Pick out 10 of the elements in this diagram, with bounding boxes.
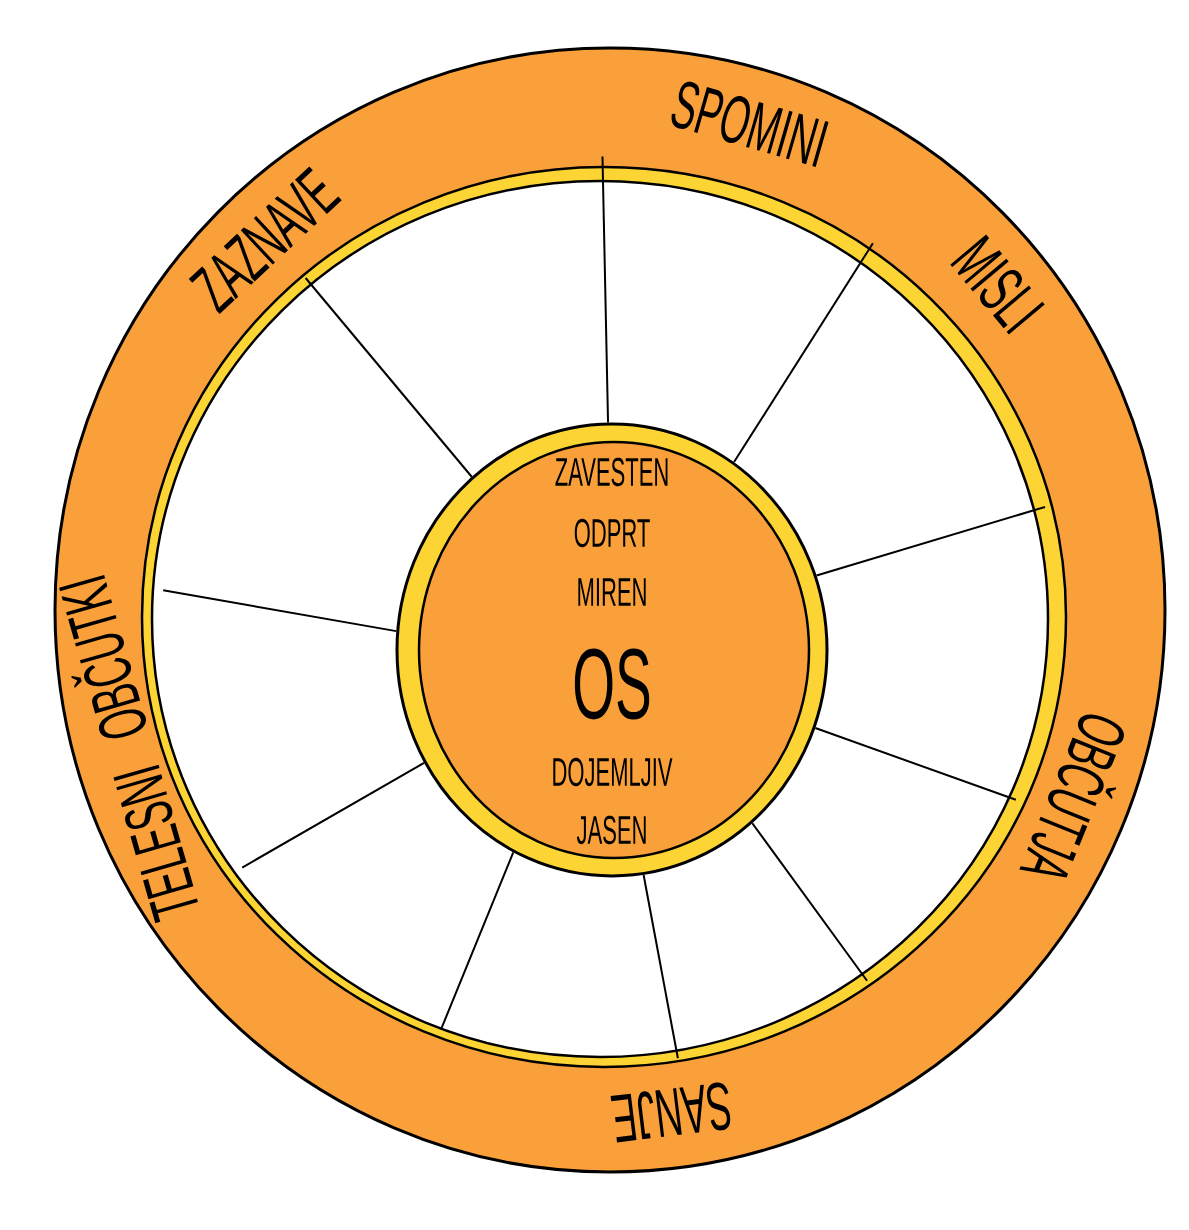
spoke-line — [815, 505, 1046, 577]
spoke-line — [814, 727, 1017, 801]
spoke-line — [601, 155, 610, 424]
spoke-line — [241, 761, 426, 869]
spoke-line — [733, 242, 874, 464]
spoke-line — [751, 822, 869, 982]
spoke-line — [304, 277, 473, 478]
spoke-line — [162, 589, 398, 633]
spoke-line — [439, 851, 515, 1031]
spoke-line — [642, 874, 679, 1060]
